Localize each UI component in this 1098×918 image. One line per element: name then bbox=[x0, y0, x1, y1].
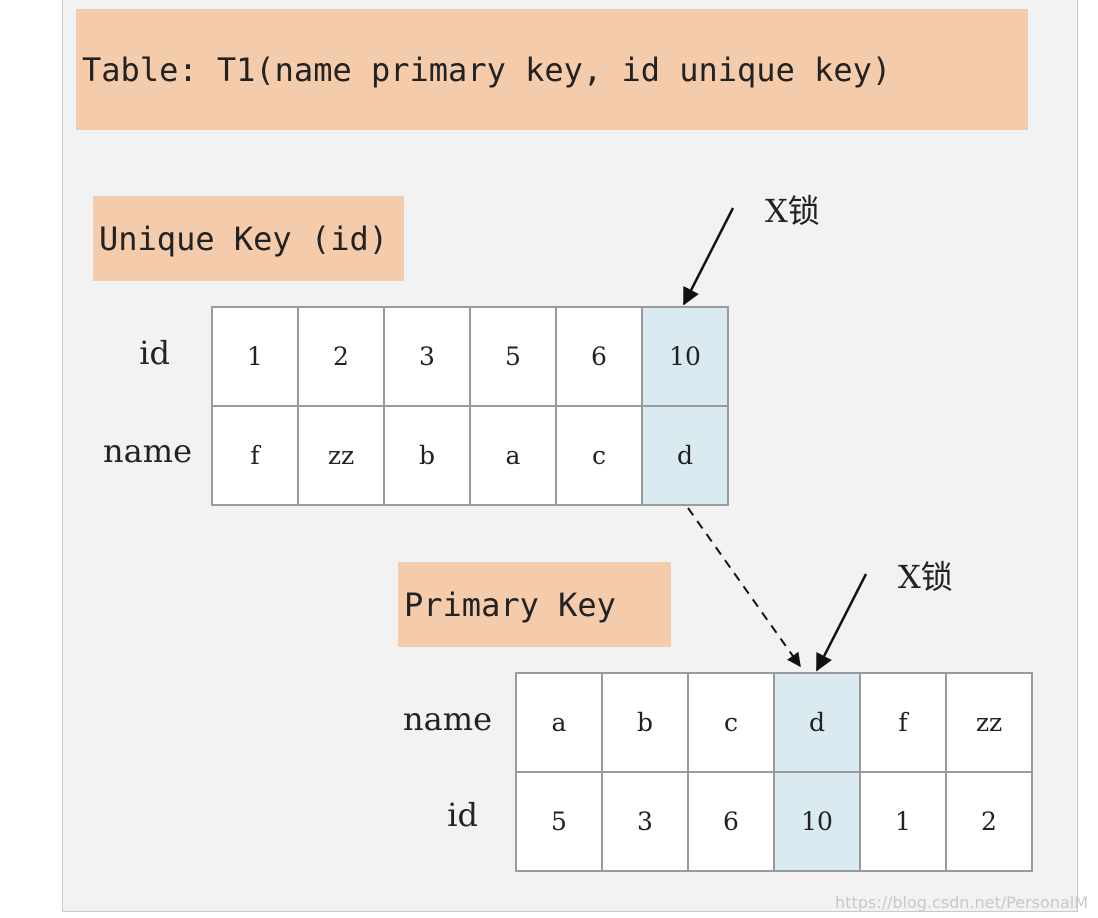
pk-cell-r0-c0: a bbox=[517, 674, 603, 773]
pk-cell-r0-c2: c bbox=[689, 674, 775, 773]
uk-cell-r1-c2: b bbox=[385, 407, 471, 506]
uk-cell-r0-c5: 10 bbox=[643, 308, 729, 407]
uk-cell-r1-c1: zz bbox=[299, 407, 385, 506]
uk-cell-r0-c3: 5 bbox=[471, 308, 557, 407]
uk-cell-r1-c3: a bbox=[471, 407, 557, 506]
pk-lock-arrow bbox=[815, 573, 868, 672]
uk-row-label-name: name bbox=[103, 432, 192, 470]
uk-cell-r0-c4: 6 bbox=[557, 308, 643, 407]
pk-cell-r1-c1: 3 bbox=[603, 773, 689, 872]
pk-cell-r0-c5: zz bbox=[947, 674, 1033, 773]
uk-cell-r0-c1: 2 bbox=[299, 308, 385, 407]
table-title: Table: T1(name primary key, id unique ke… bbox=[76, 9, 1028, 130]
uk-cell-r1-c5: d bbox=[643, 407, 729, 506]
pk-cell-r1-c2: 6 bbox=[689, 773, 775, 872]
uk-cell-r1-c4: c bbox=[557, 407, 643, 506]
uk-cell-r0-c0: 1 bbox=[213, 308, 299, 407]
uk-cell-r1-c0: f bbox=[213, 407, 299, 506]
pk-row-label-name: name bbox=[403, 700, 492, 738]
pk-row-label-id: id bbox=[447, 796, 478, 834]
uk-cell-r0-c2: 3 bbox=[385, 308, 471, 407]
uk-lock-arrow bbox=[682, 207, 735, 306]
primary-key-label: Primary Key bbox=[398, 562, 671, 647]
pk-cell-r0-c3: d bbox=[775, 674, 861, 773]
pk-cell-r1-c5: 2 bbox=[947, 773, 1033, 872]
pk-x-lock-label: X锁 bbox=[898, 558, 953, 596]
pk-cell-r1-c4: 1 bbox=[861, 773, 947, 872]
uk-to-pk-dashed-arrow bbox=[687, 507, 801, 668]
uk-row-label-id: id bbox=[139, 334, 170, 372]
pk-cell-r1-c0: 5 bbox=[517, 773, 603, 872]
uk-x-lock-label: X锁 bbox=[765, 192, 820, 230]
unique-key-label: Unique Key (id) bbox=[93, 196, 404, 281]
pk-cell-r0-c4: f bbox=[861, 674, 947, 773]
pk-cell-r1-c3: 10 bbox=[775, 773, 861, 872]
watermark: https://blog.csdn.net/PersonalM bbox=[835, 893, 1088, 912]
pk-cell-r0-c1: b bbox=[603, 674, 689, 773]
